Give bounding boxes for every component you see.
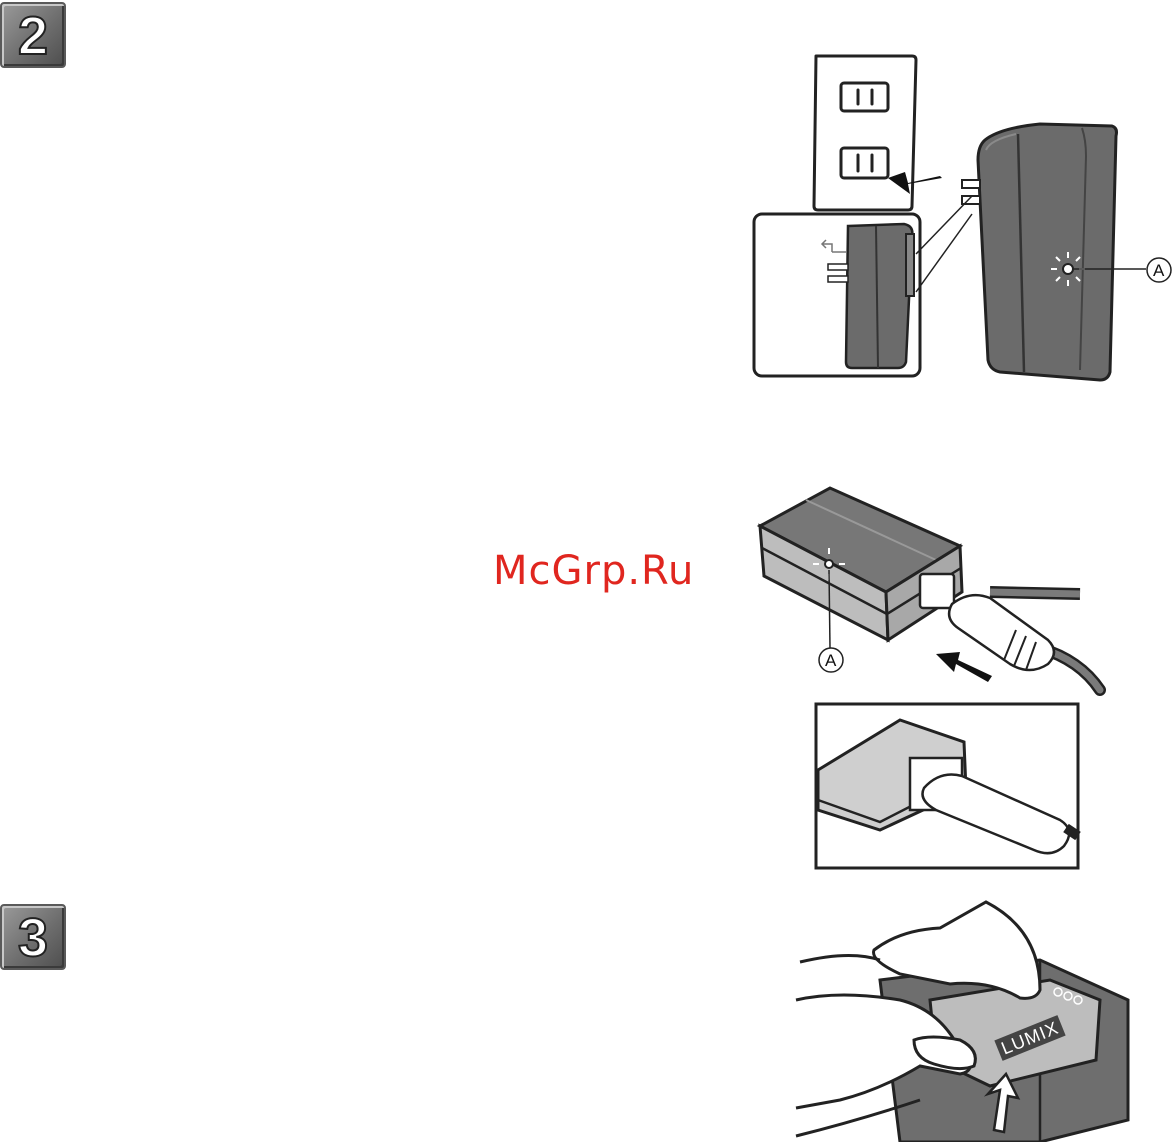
- illustration-battery-insert: LUMIX: [0, 0, 1174, 1142]
